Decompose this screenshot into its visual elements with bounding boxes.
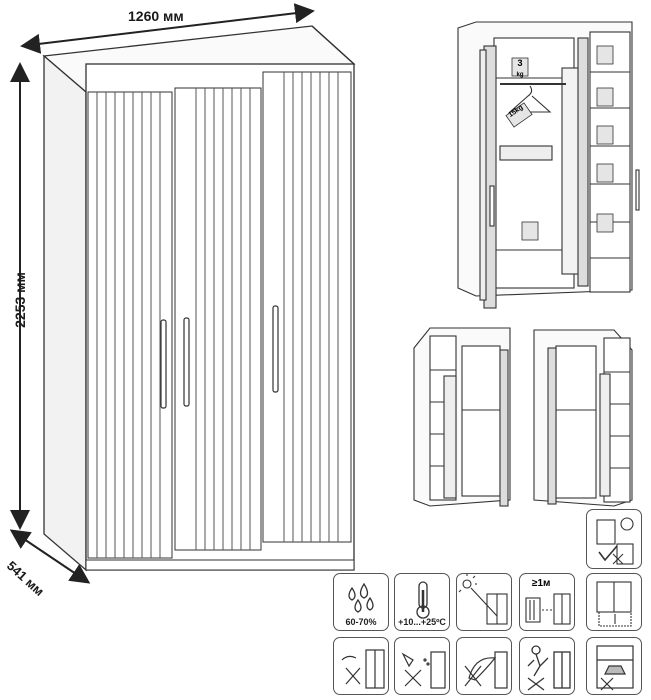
- depth-dimension-arrow: [9, 529, 91, 584]
- heater-distance-icon: [525, 593, 571, 625]
- door-right-handle[interactable]: [272, 305, 279, 393]
- door-middle: [174, 87, 262, 551]
- door-left: [87, 91, 173, 559]
- temperature-icon: [416, 581, 430, 619]
- no-spray-tile: [394, 637, 450, 695]
- humidity-tile: 60-70%: [333, 573, 389, 631]
- no-abrasive-icon: [464, 651, 508, 689]
- width-dimension-arrow: [20, 3, 315, 54]
- no-dry-cleaning-tile: [333, 637, 389, 695]
- wall-fixing-tile: [586, 509, 642, 569]
- temperature-tile: +10...+25ºC: [394, 573, 450, 631]
- no-climbing-icon: [527, 645, 571, 691]
- no-heavy-load-tile: [586, 637, 642, 695]
- humidity-icon: [348, 582, 374, 613]
- no-abrasive-tile: [456, 637, 512, 695]
- height-dimension-label: 2253 мм: [12, 272, 28, 328]
- shelf-weight-tags: [505, 45, 614, 241]
- width-dimension-label: 1260 мм: [128, 8, 184, 24]
- sunlight-tile: [456, 573, 512, 631]
- interior-view-right-opening: [533, 329, 633, 507]
- wall-fixing-icon: [596, 517, 634, 565]
- door-middle-handle[interactable]: [183, 317, 190, 407]
- no-spray-icon: [401, 651, 446, 689]
- level-floor-tile: [586, 573, 642, 631]
- interior-open-view: [457, 21, 640, 309]
- sunlight-warning-icon: [458, 574, 508, 625]
- humidity-label: 60-70%: [345, 617, 377, 627]
- no-climbing-tile: [519, 637, 575, 695]
- heater-distance-label: ≥1м: [532, 578, 551, 589]
- interior-view-left-opening: [413, 327, 511, 507]
- heater-distance-tile: ≥1м: [519, 573, 575, 631]
- no-dry-cleaning-icon: [341, 649, 385, 689]
- temperature-label: +10...+25ºC: [398, 617, 446, 627]
- door-left-handle[interactable]: [160, 319, 167, 409]
- level-floor-icon: [596, 581, 632, 627]
- door-right: [262, 71, 352, 543]
- no-heavy-load-icon: [596, 645, 634, 691]
- wardrobe-side: [43, 54, 87, 572]
